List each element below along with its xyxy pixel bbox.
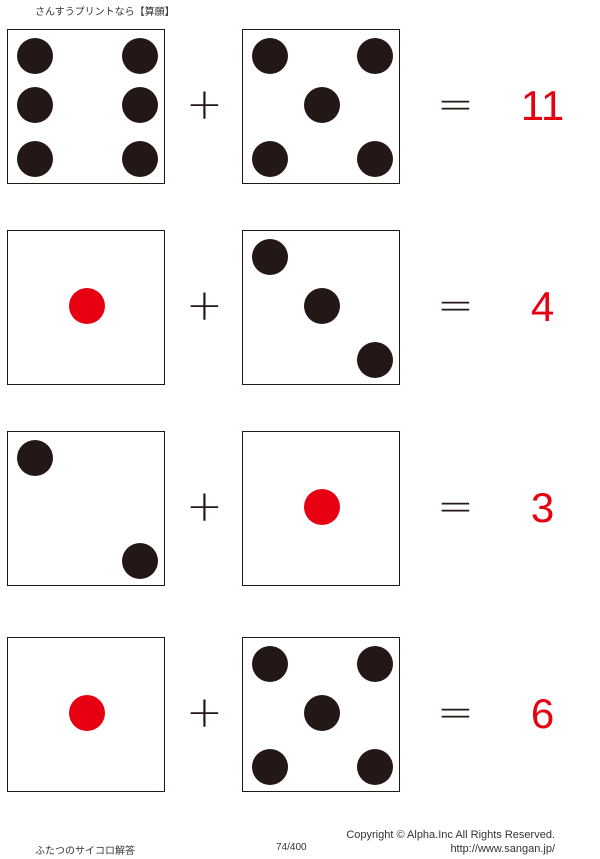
dice-face-1: [242, 431, 400, 586]
plus-sign: +: [186, 481, 223, 532]
dice-face-6: [7, 29, 165, 184]
dice-face-1: [7, 637, 165, 792]
plus-sign: +: [186, 280, 223, 331]
site-url[interactable]: http://www.sangan.jp/: [450, 843, 555, 855]
answer: 6: [530, 690, 555, 737]
answer: 11: [520, 82, 565, 129]
dice-pip: [122, 38, 158, 74]
equals-sign: =: [437, 481, 474, 532]
equals-sign: =: [437, 280, 474, 331]
header-title: さんすうプリントなら【算願】: [35, 7, 175, 18]
page-number: 74/400: [276, 842, 307, 853]
copyright: Copyright © Alpha.Inc All Rights Reserve…: [346, 829, 555, 841]
dice-pip: [69, 695, 105, 731]
dice-pip: [17, 38, 53, 74]
dice-pip: [304, 288, 340, 324]
dice-pip: [122, 543, 158, 579]
answer: 4: [530, 283, 555, 330]
dice-face-1: [7, 230, 165, 385]
equals-sign: =: [437, 687, 474, 738]
dice-pip: [357, 38, 393, 74]
dice-pip: [304, 87, 340, 123]
plus-sign: +: [186, 79, 223, 130]
dice-pip: [252, 646, 288, 682]
dice-pip: [17, 141, 53, 177]
equals-sign: =: [437, 79, 474, 130]
dice-pip: [357, 141, 393, 177]
dice-face-5: [242, 637, 400, 792]
dice-pip: [304, 489, 340, 525]
plus-sign: +: [186, 687, 223, 738]
dice-pip: [122, 141, 158, 177]
dice-pip: [252, 749, 288, 785]
dice-face-3: [242, 230, 400, 385]
problem-row: + = 3: [0, 431, 600, 587]
dice-pip: [122, 87, 158, 123]
dice-face-2: [7, 431, 165, 586]
answer: 3: [530, 484, 555, 531]
dice-pip: [357, 749, 393, 785]
dice-face-5: [242, 29, 400, 184]
problem-row: + = 11: [0, 29, 600, 185]
dice-pip: [357, 646, 393, 682]
dice-pip: [357, 342, 393, 378]
dice-pip: [252, 141, 288, 177]
dice-pip: [17, 87, 53, 123]
problem-row: + = 6: [0, 637, 600, 793]
dice-pip: [252, 239, 288, 275]
footer-title: ふたつのサイコロ解答: [35, 846, 135, 857]
dice-pip: [252, 38, 288, 74]
dice-pip: [17, 440, 53, 476]
dice-pip: [304, 695, 340, 731]
problem-row: + = 4: [0, 230, 600, 386]
dice-pip: [69, 288, 105, 324]
